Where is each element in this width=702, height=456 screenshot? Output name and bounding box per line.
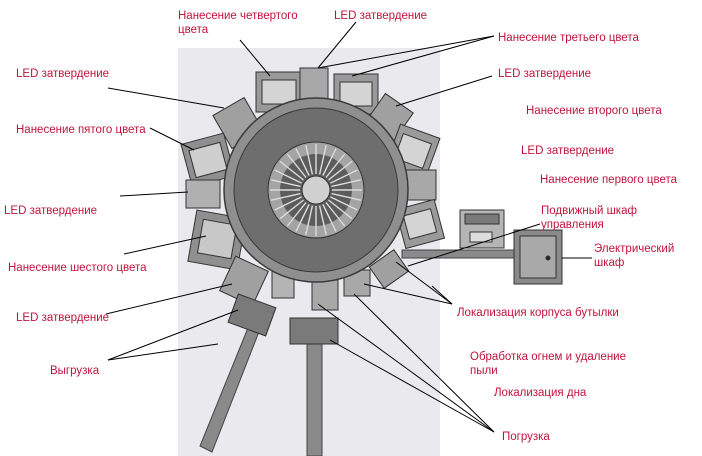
leader-led-top [317, 21, 357, 69]
label-led-upper-left: LED затвердение [16, 68, 110, 80]
label-led-upper-right: LED затвердение [498, 68, 592, 80]
wheel-spoke [322, 148, 337, 176]
leader-third-color-a [317, 35, 495, 69]
main-wheel [223, 97, 409, 283]
leader-bottle-c [431, 285, 453, 305]
label-fifth-color: Нанесение пятого цвета [16, 124, 146, 136]
label-mobile-cabinet: Подвижный шкаф управления [541, 205, 637, 231]
leader-fifth-color [149, 127, 195, 151]
loading-unit [289, 317, 339, 345]
leader-fourth-color [239, 39, 271, 77]
label-loading: Погрузка [502, 431, 550, 443]
label-fourth-color: Нанесение четвертого цвета [178, 10, 298, 36]
leader-bottle-a [395, 261, 453, 305]
leader-sixth-color [123, 235, 207, 255]
wheel-spoke [279, 199, 304, 220]
wheel-spoke [328, 160, 353, 181]
leader-led-upper-left [107, 87, 225, 109]
wheel-spoke [295, 204, 310, 232]
label-led-lower-left: LED затвердение [16, 312, 110, 324]
label-flame-dust: Обработка огнем и удаление пыли [470, 351, 627, 377]
station-bottom-location [311, 279, 339, 311]
wheel-spoke [322, 204, 337, 232]
label-bottle-body-location: Локализация корпуса бутылки [457, 307, 619, 319]
label-electric-cabinet: Электрический шкаф [594, 243, 675, 269]
wheel-spoke [325, 202, 346, 227]
wheel-spoke [274, 196, 302, 211]
wheel-spoke [279, 160, 304, 181]
wheel-spoke [318, 205, 327, 235]
leader-unloading-b [107, 343, 219, 361]
wheel-spokes [270, 144, 362, 236]
wheel-spoke [271, 179, 301, 188]
conveyor-arms [199, 249, 523, 456]
label-led-top: LED затвердение [334, 10, 428, 22]
cabinet-bar [401, 249, 523, 259]
leader-led-left [119, 191, 189, 197]
wheel-spoke [318, 145, 327, 175]
station-led-mid-right [403, 169, 437, 201]
leader-led-upper-right [395, 75, 493, 107]
wheel-spoke [286, 153, 307, 178]
leader-bottle-b [363, 283, 453, 305]
station-led-left [185, 179, 221, 209]
station-led-lower-left [218, 255, 270, 307]
label-first-color: Нанесение первого цвета [540, 174, 678, 186]
wheel-spoke [331, 192, 361, 201]
wheel-spoke [328, 199, 353, 220]
leader-unloading-a [107, 309, 239, 361]
leader-loading-c [353, 293, 495, 433]
label-unloading: Выгрузка [50, 365, 100, 377]
wheel-spoke [305, 205, 314, 235]
station-bottle-location [368, 249, 410, 289]
wheel-spoke [331, 179, 361, 188]
label-second-color: Нанесение второго цвета [526, 105, 662, 117]
leader-third-color-b [351, 35, 495, 77]
label-led-left: LED затвердение [4, 205, 98, 217]
wheel-spoke [325, 153, 346, 178]
wheel-spoke [295, 148, 310, 176]
leader-lines [105, 21, 592, 433]
leader-mobile-cabinet [407, 223, 541, 267]
loading-arm [306, 334, 323, 456]
unloading-unit [227, 293, 277, 337]
wheel-spoke [271, 192, 301, 201]
cabinets [459, 209, 563, 285]
wheel-spoke [330, 169, 358, 184]
wheel-spoke [330, 196, 358, 211]
wheel-spoke [286, 202, 307, 227]
label-bottom-location: Локализация дна [494, 387, 587, 399]
leader-loading-a [317, 303, 495, 433]
leader-loading-b [329, 339, 495, 433]
wheel-spoke [305, 145, 314, 175]
leader-led-lower-left [105, 283, 233, 315]
wheel-spoke [274, 169, 302, 184]
label-third-color: Нанесение третьего цвета [498, 32, 639, 44]
label-led-mid-right: LED затвердение [521, 145, 615, 157]
label-sixth-color: Нанесение шестого цвета [8, 262, 147, 274]
